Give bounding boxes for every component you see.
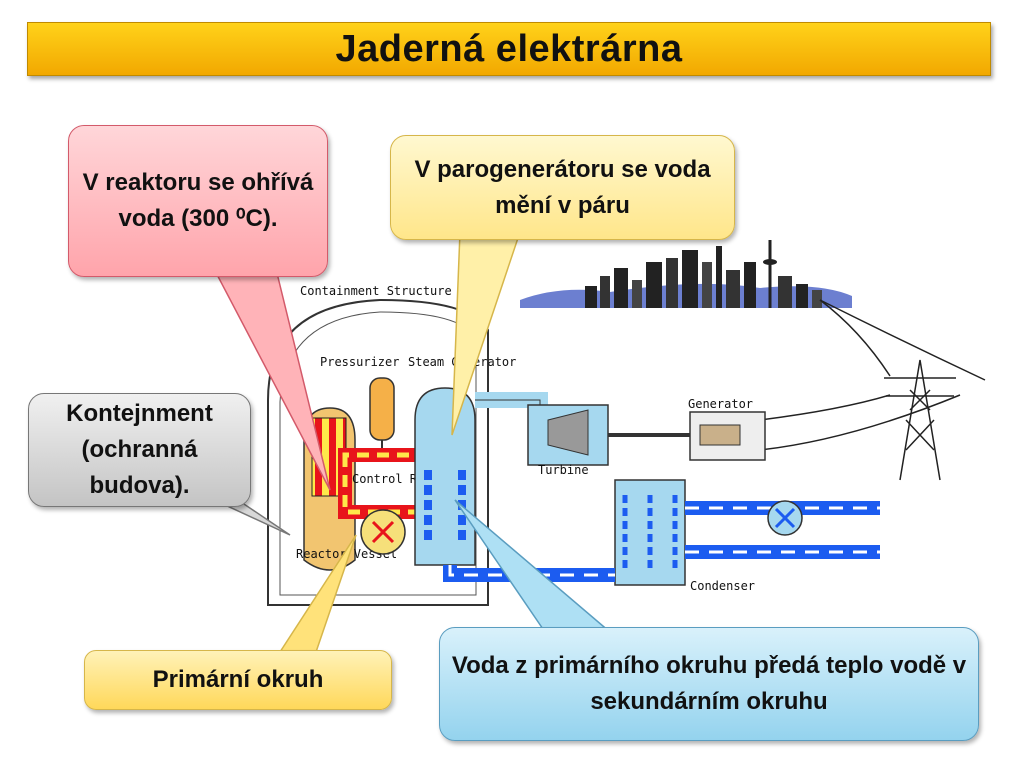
heat-transfer-callout-text: Voda z primárního okruhu předá teplo vod…	[451, 652, 967, 715]
city-skyline-icon	[520, 240, 852, 308]
containment-callout-text: Kontejnment (ochranná budova).	[66, 400, 213, 499]
title-bar: Jaderná elektrárna	[27, 22, 991, 76]
condenser-label: Condenser	[690, 579, 755, 593]
steam-generator-callout-text: V parogenerátoru se voda mění v páru	[414, 155, 711, 219]
secondary-loop	[443, 500, 880, 582]
turbine-label: Turbine	[538, 463, 589, 477]
reactor-callout-text: V reaktoru se ohřívá voda (300 ⁰C).	[82, 169, 314, 232]
primary-circuit-callout: Primární okruh	[84, 650, 392, 710]
containment-callout: Kontejnment (ochranná budova).	[28, 393, 251, 507]
turbine: Turbine	[527, 404, 609, 477]
power-pylon-icon	[759, 299, 986, 481]
callout-tails	[209, 231, 613, 653]
slide-title: Jaderná elektrárna	[335, 27, 683, 70]
pressurizer-label: Pressurizer	[320, 355, 399, 369]
condenser: Condenser	[614, 479, 755, 593]
generator: Generator	[608, 397, 766, 461]
reactor-callout: V reaktoru se ohřívá voda (300 ⁰C).	[68, 125, 328, 277]
primary-circuit-callout-text: Primární okruh	[152, 666, 324, 693]
pressurizer: Pressurizer	[320, 355, 399, 455]
steam-generator-callout: V parogenerátoru se voda mění v páru	[390, 135, 735, 240]
generator-label: Generator	[688, 397, 753, 411]
containment-structure-label: Containment Structure	[300, 284, 452, 298]
heat-transfer-callout: Voda z primárního okruhu předá teplo vod…	[439, 627, 979, 741]
